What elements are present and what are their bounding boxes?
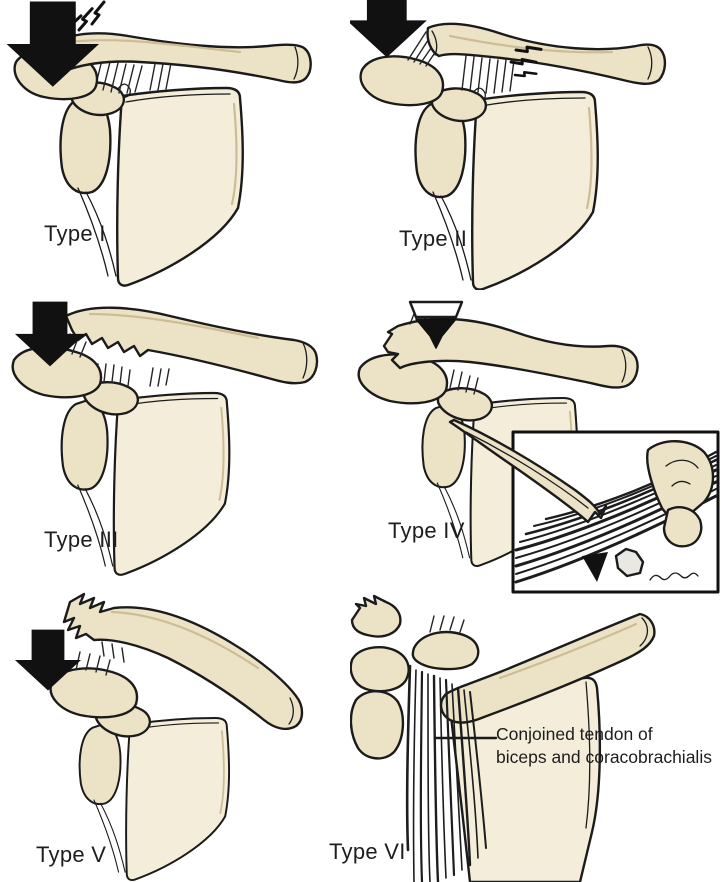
torn-ligament-fragment: [614, 547, 645, 578]
type-iv-illustration: [357, 300, 720, 594]
dangling-ligament-stubs: [101, 641, 125, 663]
panel-type-vi: [350, 590, 723, 882]
type-vi-illustration: [350, 594, 656, 882]
inferiorly-displaced-clavicle: [439, 612, 656, 724]
clavicle: [44, 32, 312, 84]
type-v-illustration: [15, 592, 304, 882]
clavicle-end-cut-line: [288, 697, 294, 725]
impact-arrow-icon: [350, 0, 427, 58]
conjoined-tendon-annotation: Conjoined tendon of biceps and coracobra…: [496, 723, 712, 769]
annotation-line-1: Conjoined tendon of: [496, 724, 653, 744]
humeral-head: [350, 690, 405, 760]
clavicle-end-cut-line: [302, 342, 308, 379]
clavicle-end-cut-line: [431, 30, 653, 80]
displacement-arrow-icon: [582, 552, 608, 582]
coracoid-process: [436, 387, 493, 422]
coracoid-process: [411, 630, 480, 671]
fractured-clavicle: [382, 317, 639, 389]
panel-type-iv: [350, 290, 723, 600]
acromion: [350, 646, 410, 693]
annotation-line-2: biceps and coracobrachialis: [496, 747, 712, 767]
artist-signature: [649, 572, 699, 581]
high-riding-clavicle-ragged: [62, 592, 304, 731]
clavicle-end-cut-line: [621, 349, 627, 383]
clavicle-shade: [110, 610, 260, 670]
conjoined-tendon-fibers: [405, 664, 487, 882]
clavicle-end-cut-line: [293, 46, 299, 80]
label-type-iv: Type IV: [388, 518, 465, 543]
scapula: [414, 86, 599, 290]
inset-acromion-top-view: [646, 440, 715, 548]
posterior-force-arrow-icon: [408, 300, 464, 349]
coracoid-process: [430, 87, 487, 123]
acromion: [49, 667, 139, 719]
clavicle-shade: [68, 39, 242, 54]
clavicle-end-cut-line: [639, 617, 649, 647]
label-type-iii: Type III: [44, 527, 119, 552]
clavicle-stump-fragment: [350, 594, 402, 638]
type-ii-illustration: [350, 0, 667, 290]
type-i-illustration: [7, 0, 312, 287]
torn-ligament-stubs: [429, 615, 465, 633]
label-type-i: Type I: [44, 221, 106, 246]
panel-type-v: [0, 590, 360, 882]
panel-type-ii: [350, 0, 723, 290]
elevated-clavicle: [426, 22, 667, 85]
type-iii-illustration: [11, 301, 319, 576]
pain-flash-icon: [513, 63, 538, 85]
scapula-fold-line: [585, 681, 591, 829]
clavicle-shade: [88, 312, 260, 340]
clavicle-fiber-line: [465, 431, 589, 509]
label-type-vi: Type VI: [329, 839, 406, 864]
label-type-v: Type V: [36, 842, 107, 867]
clavicle-shade: [498, 622, 638, 680]
torn-coracoclavicular-ligament-stubs: [449, 369, 479, 395]
elevated-clavicle-ragged: [64, 306, 319, 385]
coracoid-process: [82, 381, 139, 416]
label-type-ii: Type II: [399, 226, 468, 251]
acromion: [359, 55, 445, 107]
coracoclavicular-ligament-hatch: [94, 59, 172, 94]
coracoclavicular-ligament-hatch: [461, 55, 515, 94]
torn-acromioclavicular-ligament-hatch: [407, 31, 443, 67]
posteriorly-displaced-clavicle: [448, 418, 608, 524]
pain-flash-icon: [90, 0, 106, 26]
panel-type-iii: [0, 290, 360, 590]
scapula: [59, 82, 244, 287]
panel-type-i: [0, 0, 360, 290]
pain-flash-icon: [77, 6, 94, 33]
